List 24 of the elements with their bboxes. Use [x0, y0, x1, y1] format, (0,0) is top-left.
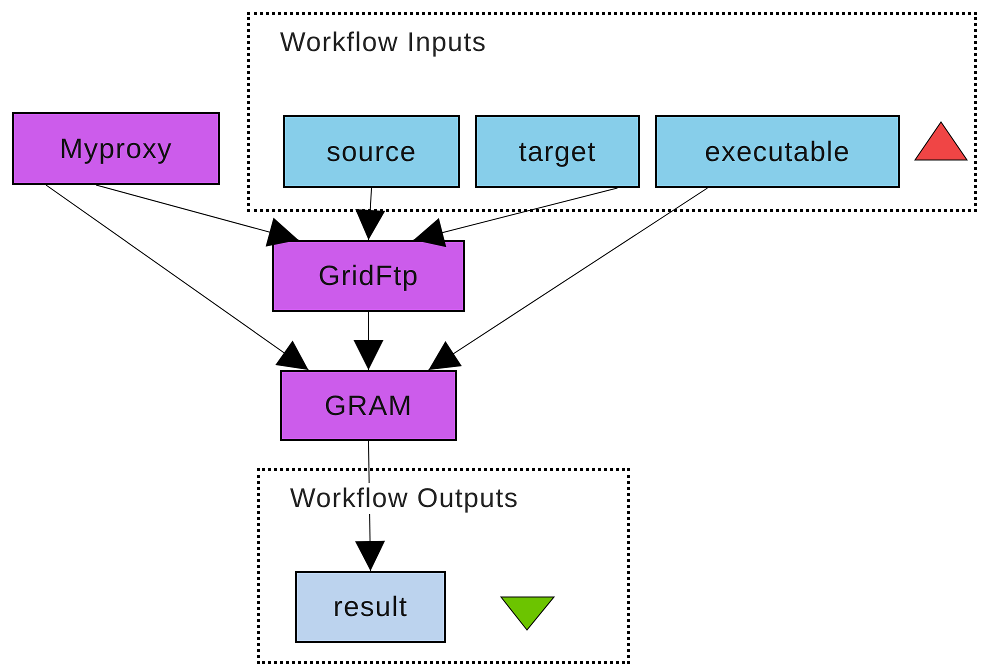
arrow	[96, 184, 299, 247]
arrow	[428, 188, 708, 370]
process-box	[272, 240, 465, 312]
arrow	[413, 188, 618, 248]
input-box	[655, 115, 900, 188]
box-label: source	[326, 136, 417, 168]
box-label: executable	[704, 136, 850, 168]
box-label: target	[518, 136, 596, 168]
process-box	[12, 112, 220, 185]
process-box	[280, 370, 457, 441]
input-box	[475, 115, 640, 188]
box-label: GridFtp	[318, 260, 419, 292]
arrow	[354, 312, 384, 370]
input-box	[283, 115, 460, 188]
group-heading: Workflow Outputs	[290, 483, 519, 514]
arrow	[355, 188, 386, 240]
group-frame	[247, 12, 977, 212]
output-box	[295, 571, 446, 643]
box-label: GRAM	[324, 390, 412, 422]
box-label: result	[333, 591, 408, 623]
box-label: Myproxy	[60, 132, 172, 164]
group-frame	[257, 468, 630, 664]
arrow	[355, 440, 386, 572]
arrow	[46, 184, 309, 370]
